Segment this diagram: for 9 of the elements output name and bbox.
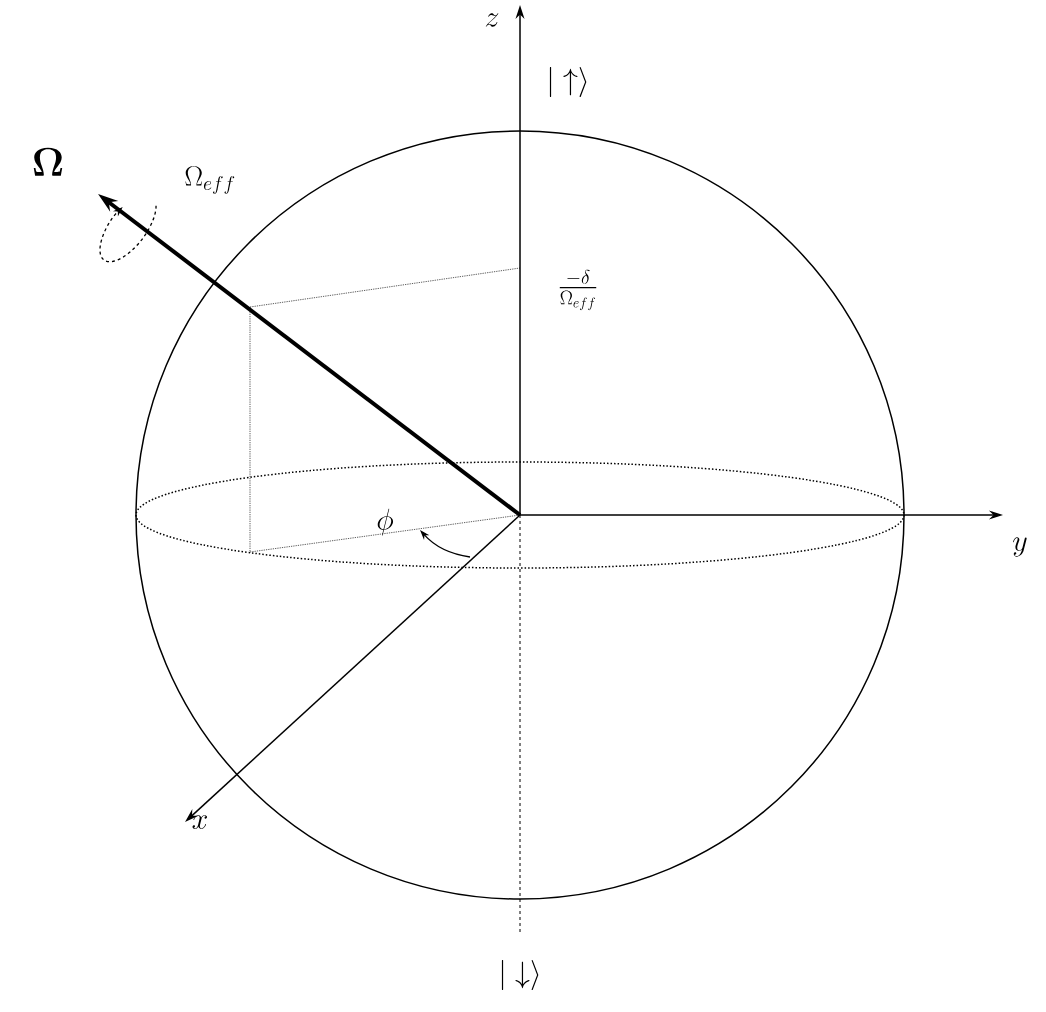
rotation-label: $\Omega_{eff}$ — [185, 166, 235, 194]
angle-label: $\phi$ — [377, 508, 394, 536]
axis-label: $z$ — [485, 13, 499, 27]
state-label: $|\downarrow\rangle$ — [501, 960, 539, 990]
component-label: $\frac{-\delta}{\Omega_{eff}}$ — [559, 269, 597, 311]
axis-label: $y$ — [1013, 537, 1027, 557]
state-label: $|\uparrow\rangle$ — [549, 67, 587, 97]
axis-label: $x$ — [192, 815, 208, 829]
vector-label: $\boldsymbol{\Omega}$ — [33, 147, 63, 176]
